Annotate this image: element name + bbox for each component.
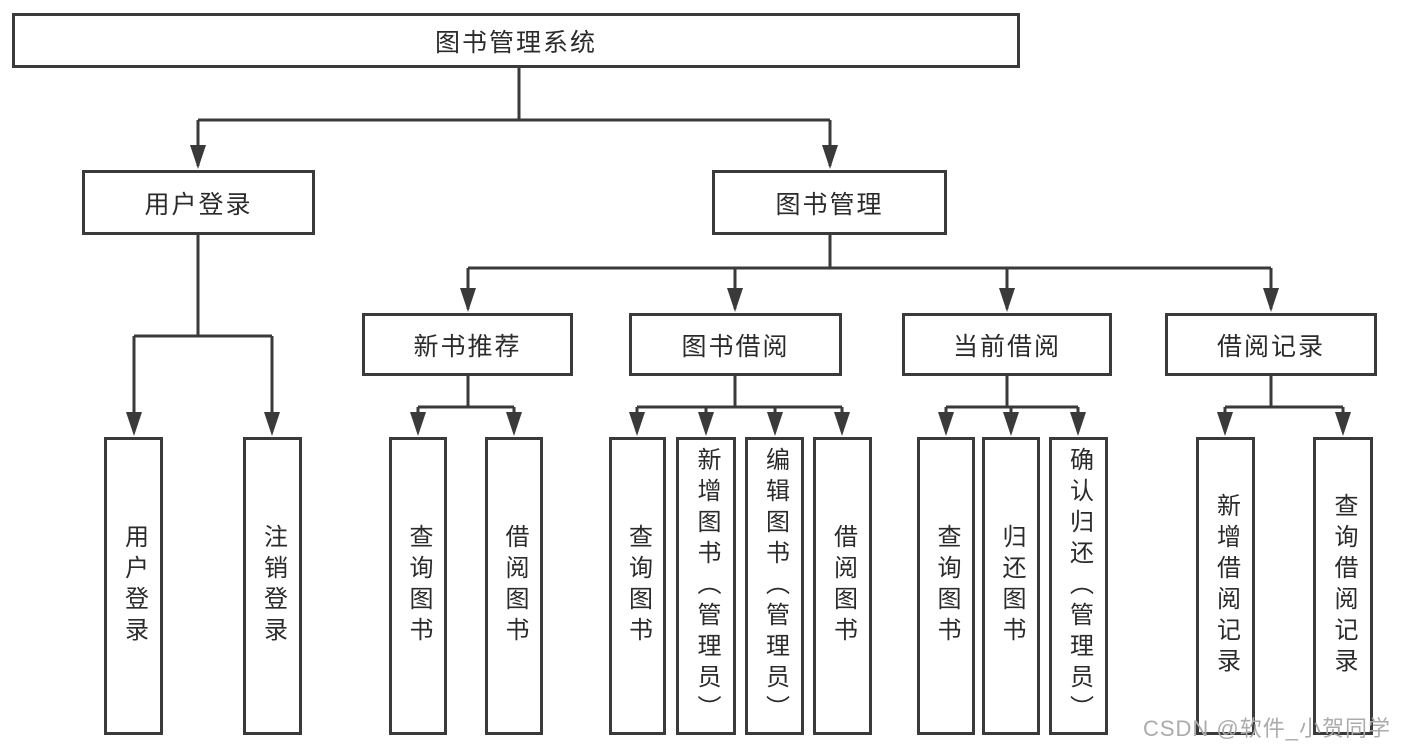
arrowhead-icon xyxy=(834,412,850,436)
node-borrowing-records: 借阅记录 xyxy=(1165,313,1377,376)
leaf-query-books-current: 查询图书 xyxy=(917,437,975,735)
arrowhead-icon xyxy=(264,412,280,436)
node-label: 编辑图书（管理员） xyxy=(761,446,789,726)
leaf-return-books: 归还图书 xyxy=(982,437,1040,735)
connector-book-borrow-group xyxy=(635,376,844,432)
node-label: 新增图书（管理员） xyxy=(693,446,720,726)
node-label: 图书管理系统 xyxy=(434,28,597,57)
node-label: 用户登录 xyxy=(144,190,253,219)
arrowhead-icon xyxy=(1335,412,1351,436)
arrowhead-icon xyxy=(938,412,954,436)
connector-borrow-record-group xyxy=(1223,376,1345,432)
node-label: 图书借阅 xyxy=(681,332,790,361)
leaf-borrow-books-recommend: 借阅图书 xyxy=(485,437,543,735)
leaf-query-books-borrow: 查询图书 xyxy=(609,437,666,735)
arrowhead-icon xyxy=(1263,288,1279,312)
connector-user-login-group xyxy=(132,235,274,432)
node-label: 归还图书 xyxy=(998,524,1025,648)
arrowhead-icon xyxy=(1070,412,1086,436)
node-book-borrowing: 图书借阅 xyxy=(629,313,842,376)
node-label: 当前借阅 xyxy=(952,332,1061,361)
leaf-user-login: 用户登录 xyxy=(104,437,163,735)
arrowhead-icon xyxy=(727,288,743,312)
node-label: 查询图书 xyxy=(405,524,432,648)
node-label: 注销登录 xyxy=(259,524,287,648)
arrowhead-icon xyxy=(698,412,714,436)
arrowhead-icon xyxy=(410,412,426,436)
node-label: 用户登录 xyxy=(120,524,148,648)
node-label: 借阅记录 xyxy=(1216,332,1325,361)
node-label: 查询借阅记录 xyxy=(1330,493,1357,679)
arrowhead-icon xyxy=(1217,412,1233,436)
connector-book-management-group xyxy=(466,235,1273,309)
arrowhead-icon xyxy=(629,412,645,436)
node-label: 确认归还（管理员） xyxy=(1065,446,1093,726)
leaf-logout: 注销登录 xyxy=(243,437,302,735)
node-label: 新书推荐 xyxy=(413,332,522,361)
leaf-confirm-return-admin: 确认归还（管理员） xyxy=(1049,437,1108,735)
connector-root-to-level2 xyxy=(196,68,832,166)
node-label: 借阅图书 xyxy=(829,524,857,648)
arrowhead-icon xyxy=(460,288,476,312)
leaf-borrow-books: 借阅图书 xyxy=(813,437,872,735)
node-label: 查询图书 xyxy=(933,524,960,648)
leaf-edit-books-admin: 编辑图书（管理员） xyxy=(745,437,804,735)
connector-new-book-group xyxy=(416,376,516,432)
node-label: 查询图书 xyxy=(624,524,652,648)
node-label: 借阅图书 xyxy=(501,524,528,648)
arrowhead-icon xyxy=(822,145,838,169)
leaf-query-borrow-record: 查询借阅记录 xyxy=(1313,437,1373,735)
leaf-add-borrow-record: 新增借阅记录 xyxy=(1196,437,1255,735)
arrowhead-icon xyxy=(767,412,783,436)
arrowhead-icon xyxy=(506,412,522,436)
arrowhead-icon xyxy=(1003,412,1019,436)
node-label: 新增借阅记录 xyxy=(1212,493,1240,679)
leaf-query-books-recommend: 查询图书 xyxy=(389,437,447,735)
node-label: 图书管理 xyxy=(775,190,884,219)
leaf-add-books-admin: 新增图书（管理员） xyxy=(676,437,736,735)
watermark: CSDN @软件_小贺同学 xyxy=(1142,716,1391,741)
node-book-management: 图书管理 xyxy=(712,170,947,235)
arrowhead-icon xyxy=(126,412,142,436)
node-new-book-recommendation: 新书推荐 xyxy=(362,313,573,376)
node-current-borrowing: 当前借阅 xyxy=(902,313,1112,376)
arrowhead-icon xyxy=(190,145,206,169)
node-user-login: 用户登录 xyxy=(82,170,315,235)
node-library-management-system: 图书管理系统 xyxy=(12,13,1020,68)
arrowhead-icon xyxy=(999,288,1015,312)
